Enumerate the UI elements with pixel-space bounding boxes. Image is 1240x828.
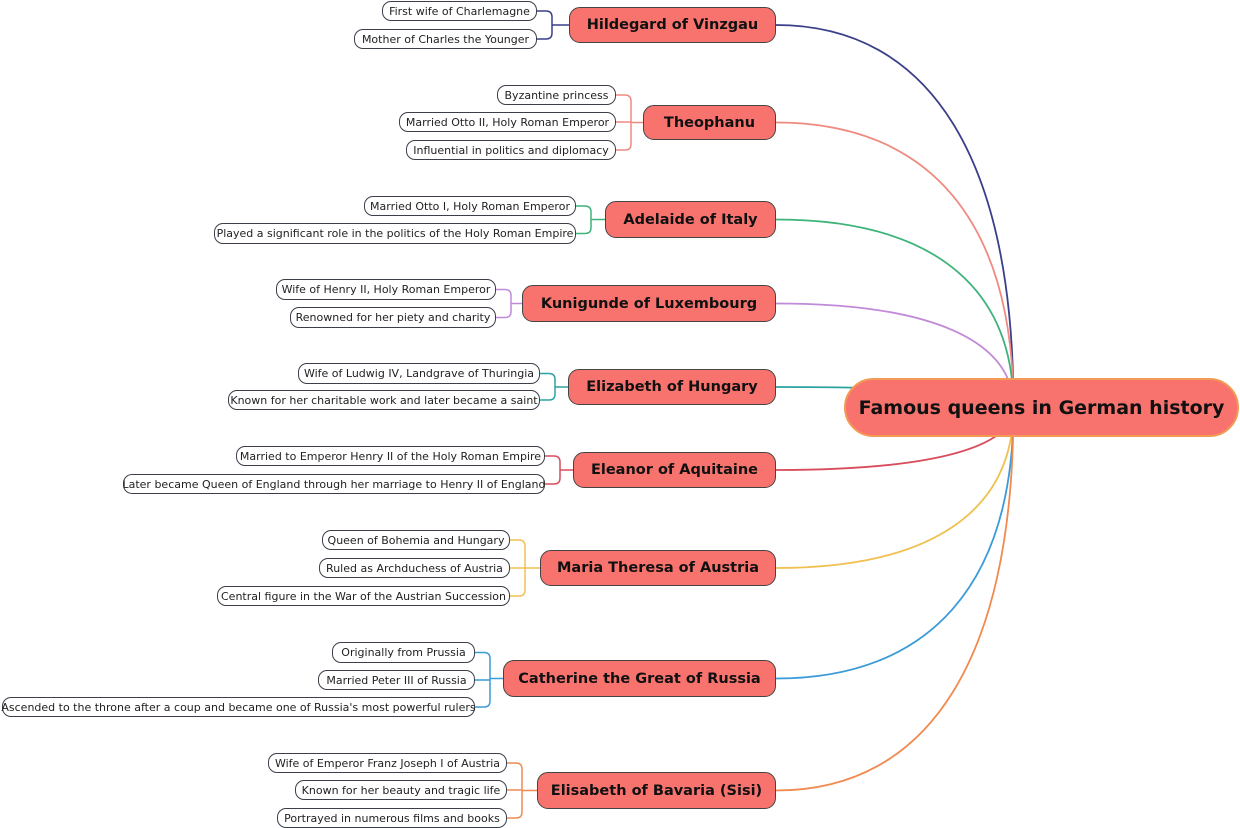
branch-kunigunde-of-luxembourg[interactable]: Kunigunde of Luxembourg [522,285,776,322]
leaf-wife-of-ludwig-iv[interactable]: Wife of Ludwig IV, Landgrave of Thuringi… [298,363,540,384]
leaf-byzantine-princess[interactable]: Byzantine princess [497,85,616,105]
leaf-archduchess-of-austria[interactable]: Ruled as Archduchess of Austria [319,558,510,578]
leaf-mother-of-charles-the-younger[interactable]: Mother of Charles the Younger [354,29,537,49]
leaf-beauty-and-tragic-life[interactable]: Known for her beauty and tragic life [295,780,507,800]
leaf-connector-3 [496,288,522,319]
root-connector-1 [775,121,1015,408]
root-connector-0 [775,24,1015,408]
leaf-married-otto-ii[interactable]: Married Otto II, Holy Roman Emperor [399,112,616,132]
leaf-wife-of-henry-ii[interactable]: Wife of Henry II, Holy Roman Emperor [276,279,496,300]
leaf-war-of-austrian-succession[interactable]: Central figure in the War of the Austria… [217,586,510,606]
root-connector-7 [775,407,1015,680]
leaf-married-otto-i[interactable]: Married Otto I, Holy Roman Emperor [364,196,576,216]
branch-theophanu[interactable]: Theophanu [643,105,776,140]
leaf-connector-5 [545,455,573,485]
leaf-piety-and-charity[interactable]: Renowned for her piety and charity [290,307,496,328]
leaf-films-and-books[interactable]: Portrayed in numerous films and books [277,808,507,828]
leaf-connector-8 [507,762,537,819]
leaf-connector-6 [510,539,540,597]
leaf-first-wife-of-charlemagne[interactable]: First wife of Charlemagne [382,1,537,21]
leaf-married-emperor-henry-ii[interactable]: Married to Emperor Henry II of the Holy … [236,446,545,466]
leaf-charitable-work-saint[interactable]: Known for her charitable work and later … [228,390,540,410]
branch-elizabeth-of-hungary[interactable]: Elizabeth of Hungary [568,369,776,405]
leaf-wife-of-franz-joseph-i[interactable]: Wife of Emperor Franz Joseph I of Austri… [268,753,507,773]
branch-adelaide-of-italy[interactable]: Adelaide of Italy [605,201,776,238]
branch-maria-theresa-of-austria[interactable]: Maria Theresa of Austria [540,550,776,586]
leaf-connector-0 [537,10,569,40]
leaf-politics-of-holy-roman-empire[interactable]: Played a significant role in the politic… [214,223,576,244]
leaf-queen-of-england[interactable]: Later became Queen of England through he… [122,474,546,494]
leaf-influential-in-politics[interactable]: Influential in politics and diplomacy [406,140,616,160]
leaf-connector-4 [540,372,568,401]
branch-hildegard-of-vinzgau[interactable]: Hildegard of Vinzgau [569,7,776,43]
root-connector-8 [775,407,1015,792]
leaf-queen-of-bohemia-and-hungary[interactable]: Queen of Bohemia and Hungary [322,530,510,550]
root-topic[interactable]: Famous queens in German history [844,378,1239,437]
branch-catherine-the-great[interactable]: Catherine the Great of Russia [503,660,776,697]
leaf-connector-1 [616,94,643,151]
leaf-originally-from-prussia[interactable]: Originally from Prussia [332,642,475,663]
leaf-connector-2 [576,205,605,235]
branch-elisabeth-of-bavaria[interactable]: Elisabeth of Bavaria (Sisi) [537,772,776,809]
branch-eleanor-of-aquitaine[interactable]: Eleanor of Aquitaine [573,452,776,488]
leaf-married-peter-iii[interactable]: Married Peter III of Russia [318,670,475,690]
leaf-connector-7 [475,651,503,708]
leaf-ascended-to-throne[interactable]: Ascended to the throne after a coup and … [1,697,476,717]
